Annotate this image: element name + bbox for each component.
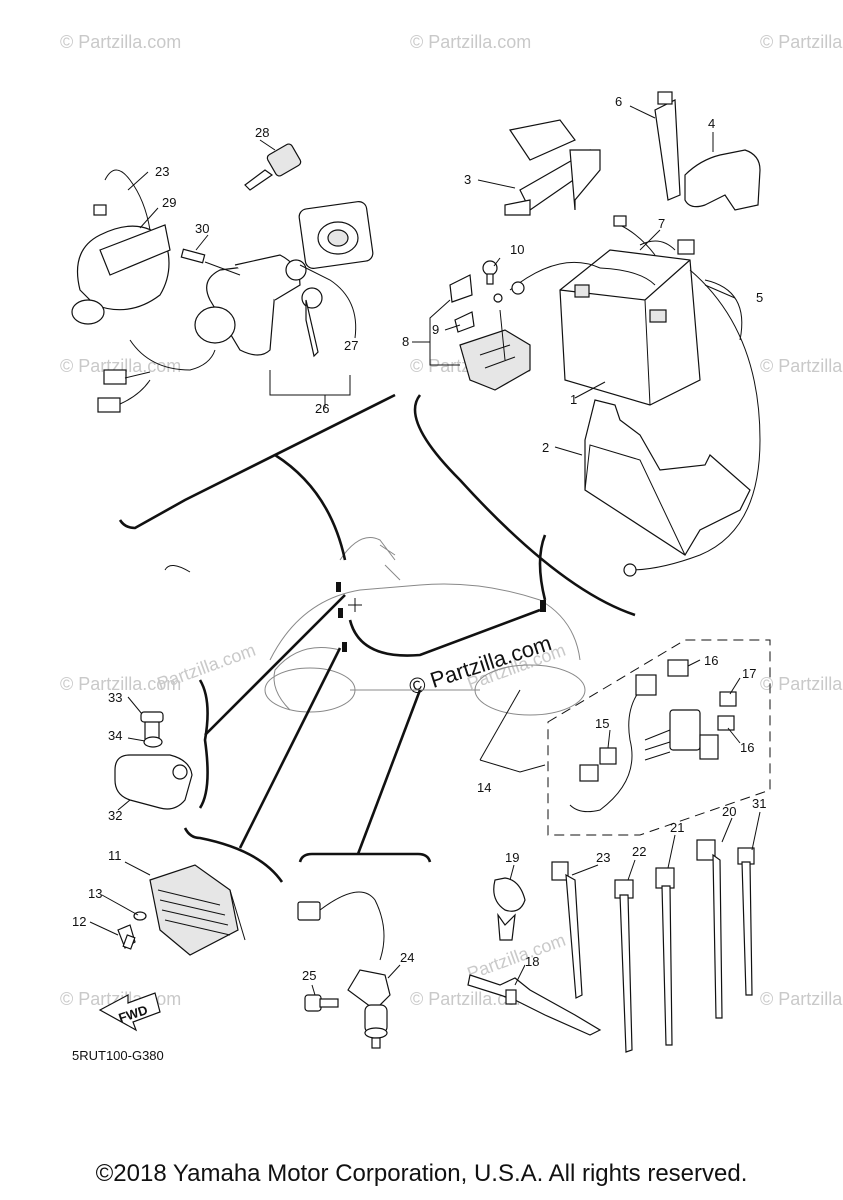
callout-8: 8	[402, 334, 409, 349]
callout-9: 9	[432, 322, 439, 337]
callout-26: 26	[315, 401, 329, 416]
callout-23-lower: 23	[596, 850, 610, 865]
callout-5: 5	[756, 290, 763, 305]
callout-12: 12	[72, 914, 86, 929]
battery-group	[449, 91, 761, 577]
callout-13: 13	[88, 886, 102, 901]
watermark-text: © Partzilla.com	[760, 989, 843, 1009]
watermark-text: Partzilla.com	[465, 930, 569, 984]
harness-group-box	[547, 639, 771, 836]
callout-24: 24	[400, 950, 414, 965]
callout-numbers: 1 2 3 4 5 6 7 8 9 10 11 12 13 14 15 16 1…	[72, 94, 766, 983]
group-brackets	[118, 393, 636, 883]
callout-27: 27	[344, 338, 358, 353]
regulator-group	[117, 864, 246, 956]
callout-2: 2	[542, 440, 549, 455]
cable-ties-group	[467, 839, 755, 1053]
relay-bracket-group	[114, 711, 193, 810]
watermark-text: © Partzilla.com	[410, 32, 531, 52]
callout-31: 31	[752, 796, 766, 811]
connector-marker	[338, 608, 343, 618]
callout-1: 1	[570, 392, 577, 407]
callout-25: 25	[302, 968, 316, 983]
connector-marker	[342, 642, 347, 652]
connector-marker	[336, 582, 341, 592]
watermark-text: © Partzilla.com	[60, 674, 181, 694]
watermark-text: © Partzilla.com	[760, 32, 843, 52]
watermark-text: Partzilla.com	[155, 640, 259, 694]
callout-4: 4	[708, 116, 715, 131]
key-part	[244, 143, 302, 191]
handlebar-switch-group	[71, 169, 216, 413]
callout-32: 32	[108, 808, 122, 823]
sensor-group	[297, 891, 391, 1049]
callout-16-lower: 16	[740, 740, 754, 755]
callout-14: 14	[477, 780, 491, 795]
callout-30: 30	[195, 221, 209, 236]
callout-23-upper: 23	[155, 164, 169, 179]
watermark-text: © Partzilla.com	[60, 356, 181, 376]
callout-29: 29	[162, 195, 176, 210]
callout-18: 18	[525, 954, 539, 969]
callout-20: 20	[722, 804, 736, 819]
callout-33: 33	[108, 690, 122, 705]
copyright-notice: ©2018 Yamaha Motor Corporation, U.S.A. A…	[95, 1160, 748, 1187]
callout-10: 10	[510, 242, 524, 257]
watermark-text: © Partzilla.com	[60, 32, 181, 52]
callout-17: 17	[742, 666, 756, 681]
callout-34: 34	[108, 728, 122, 743]
motorcycle-outline	[264, 537, 586, 716]
callout-6: 6	[615, 94, 622, 109]
callout-7: 7	[658, 216, 665, 231]
callout-11: 11	[108, 848, 122, 863]
callout-16-upper: 16	[704, 653, 718, 668]
watermark-text: © Partzilla.com	[760, 356, 843, 376]
watermark-text: © Partzilla.com	[760, 674, 843, 694]
callout-19: 19	[505, 850, 519, 865]
wire-harness-group	[569, 659, 737, 813]
ignition-switch-group	[180, 200, 374, 358]
callout-21: 21	[670, 820, 684, 835]
callout-15: 15	[595, 716, 609, 731]
callout-leaders	[89, 105, 761, 996]
callout-22: 22	[632, 844, 646, 859]
connector-marker	[540, 600, 546, 612]
diagram-code: 5RUT100-G380	[72, 1048, 164, 1063]
callout-28: 28	[255, 125, 269, 140]
callout-3: 3	[464, 172, 471, 187]
